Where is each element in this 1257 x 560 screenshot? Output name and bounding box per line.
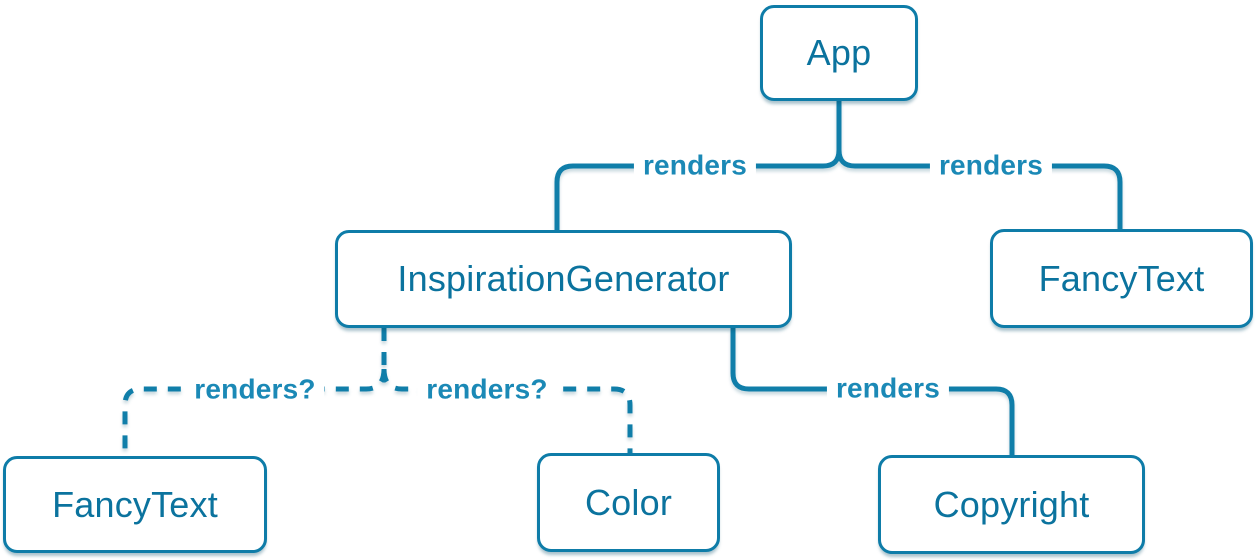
node-fancy-text-bottom: FancyText xyxy=(3,456,267,553)
edge-inspiration-generator-color-dashed xyxy=(381,368,633,454)
node-copyright: Copyright xyxy=(878,455,1145,554)
edge-label-renders-copyright: renders xyxy=(826,373,950,405)
node-fancy-text-top: FancyText xyxy=(990,229,1253,328)
node-inspiration-generator-label: InspirationGenerator xyxy=(397,258,730,299)
node-fancy-text-top-label: FancyText xyxy=(1038,257,1205,299)
node-inspiration-generator: InspirationGenerator xyxy=(335,230,792,328)
node-app: App xyxy=(760,5,918,101)
edge-label-renders-question-color: renders? xyxy=(417,374,557,406)
edge-inspiration-generator-fancy-text-bottom-dashed xyxy=(122,368,387,457)
edge-label-renders-question-fancy-text: renders? xyxy=(185,374,325,406)
edge-label-renders-app-fancy-text: renders xyxy=(929,150,1053,182)
node-app-label: App xyxy=(806,32,872,73)
node-copyright-label: Copyright xyxy=(933,483,1090,525)
edge-label-renders-app-inspiration-generator: renders xyxy=(633,150,757,182)
node-color: Color xyxy=(537,453,720,552)
node-color-label: Color xyxy=(584,481,673,523)
node-fancy-text-bottom-label: FancyText xyxy=(52,483,218,525)
